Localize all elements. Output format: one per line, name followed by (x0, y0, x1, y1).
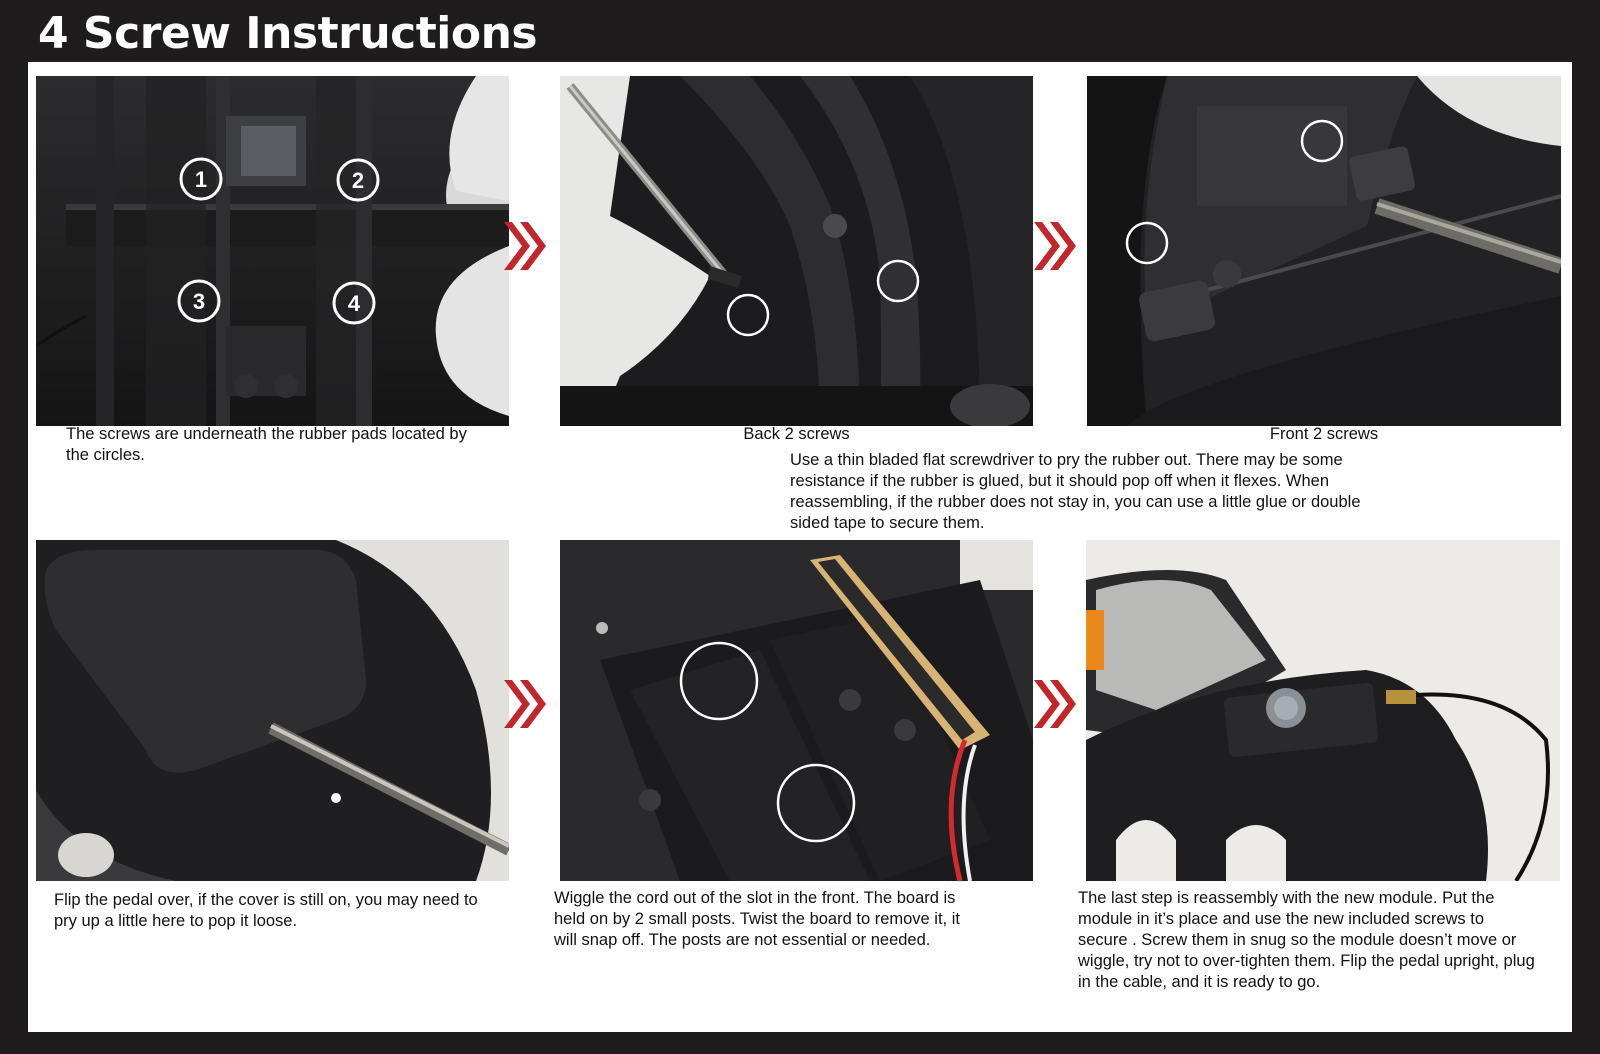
photo-front-screws (1087, 76, 1561, 426)
double-chevron-right-icon (500, 216, 550, 276)
marker-circle (1125, 221, 1169, 265)
double-chevron-right-icon (500, 674, 550, 734)
marker-circle (179, 157, 223, 201)
photo-pry-cover (36, 540, 509, 881)
marker-circle (336, 158, 380, 202)
marker-circle (332, 281, 376, 325)
double-chevron-right-icon (1030, 674, 1080, 734)
step-3-caption: Front 2 screws (1269, 425, 1379, 443)
marker-circle (177, 279, 221, 323)
step-4-caption: Flip the pedal over, if the cover is sti… (54, 891, 478, 930)
marker-number-3: 3 (193, 289, 205, 314)
step-1-caption: The screws are underneath the rubber pad… (66, 425, 467, 464)
marker-number-2: 2 (352, 168, 364, 193)
instruction-sheet: 1 2 3 4 (28, 62, 1572, 1032)
step-2-caption: Back 2 screws (743, 425, 850, 443)
marker-circle (679, 641, 759, 721)
step-6-caption: The last step is reassembly with the new… (1078, 889, 1535, 991)
double-chevron-right-icon (1030, 216, 1080, 276)
marker-number-1: 1 (195, 167, 207, 192)
marker-circle (776, 763, 856, 843)
page-title: 4 Screw Instructions (38, 8, 538, 59)
step-5-caption: Wiggle the cord out of the slot in the f… (554, 889, 960, 949)
photo-underside-numbered: 1 2 3 4 (36, 76, 509, 426)
marker-number-4: 4 (348, 291, 361, 316)
marker-circle (876, 259, 920, 303)
photo-board-removal (560, 540, 1033, 881)
marker-circle (726, 293, 770, 337)
photo-back-screws (560, 76, 1033, 426)
marker-circle (1300, 119, 1344, 163)
photo-reassembly (1086, 540, 1560, 881)
rubber-removal-note: Use a thin bladed flat screwdriver to pr… (790, 451, 1361, 532)
